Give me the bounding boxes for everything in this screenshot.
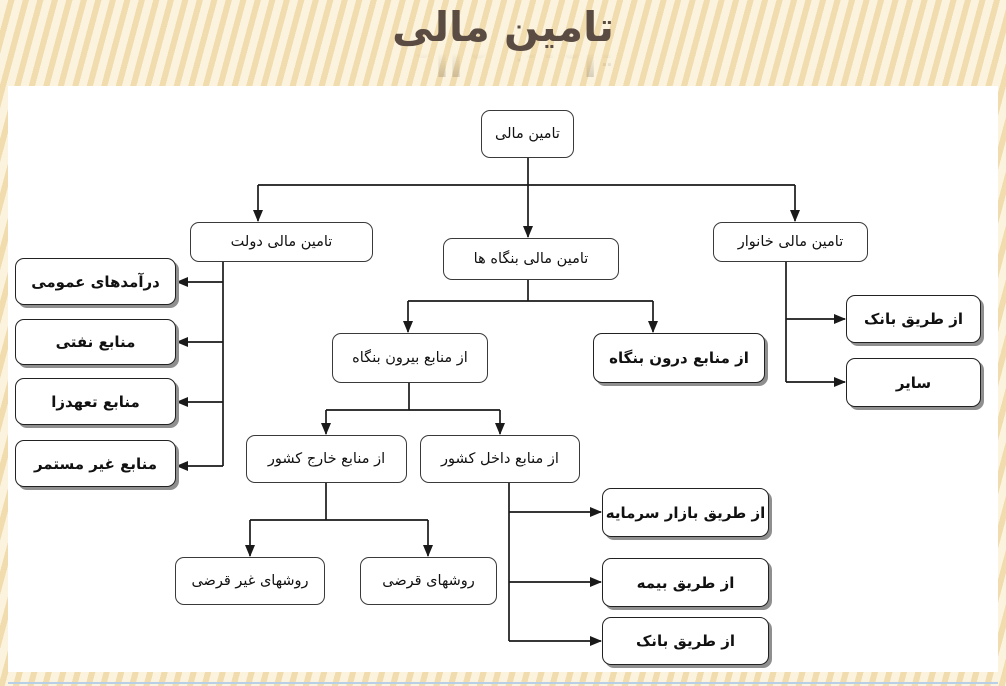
node-capital-market: از طریق بازار سرمایه — [602, 488, 769, 537]
node-public-revenues: درآمدهای عمومی — [15, 258, 176, 305]
connector-lines-layer — [176, 158, 846, 646]
node-government-financing: تامین مالی دولت — [190, 222, 373, 262]
page-title: تامین مالی تامین مالی — [0, 0, 1006, 86]
node-other: سایر — [846, 358, 981, 407]
node-external-sources: از منابع بیرون بنگاه — [332, 333, 488, 383]
node-domestic-sources: از منابع داخل کشور — [420, 435, 580, 483]
node-bank-enterprise: از طریق بانک — [602, 617, 769, 665]
node-financing-root: تامین مالی — [481, 110, 574, 158]
bottom-accent-line — [8, 682, 998, 684]
page-title-reflection: تامین مالی — [392, 36, 614, 85]
node-enterprise-financing: تامین مالی بنگاه ها — [443, 238, 619, 280]
diagram-canvas: تامین مالی تامین مالی دولت تامین مالی بن… — [8, 86, 998, 672]
node-non-debt-methods: روشهای غیر قرضی — [175, 557, 325, 605]
node-non-recurring-resources: منابع غیر مستمر — [15, 440, 176, 487]
node-bank-household: از طریق بانک — [846, 295, 981, 343]
node-foreign-sources: از منابع خارج کشور — [246, 435, 407, 483]
node-obligating-resources: منابع تعهدزا — [15, 378, 176, 425]
node-debt-methods: روشهای قرضی — [360, 557, 497, 605]
node-oil-resources: منابع نفتی — [15, 319, 176, 365]
node-household-financing: تامین مالی خانوار — [713, 222, 868, 262]
node-insurance: از طریق بیمه — [602, 558, 769, 607]
node-internal-sources: از منابع درون بنگاه — [593, 333, 765, 383]
page-title-text: تامین مالی — [392, 3, 614, 51]
